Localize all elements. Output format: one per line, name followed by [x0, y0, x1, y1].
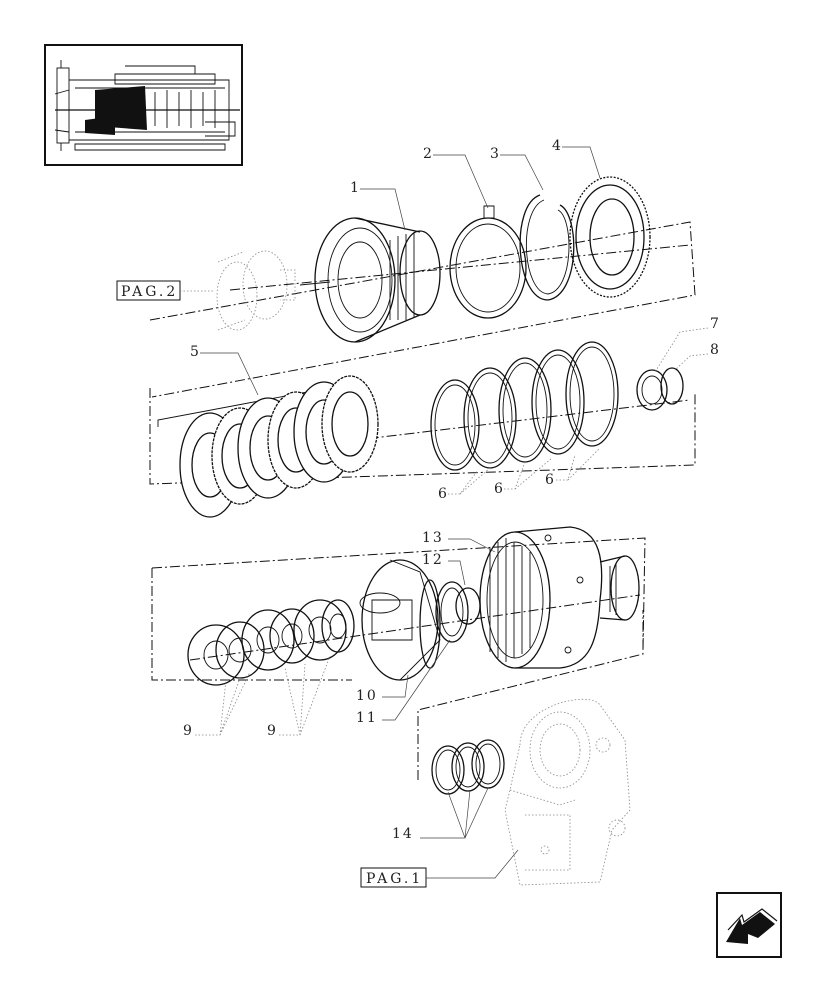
- svg-text:6: 6: [438, 486, 449, 502]
- part-7-ring[interactable]: [636, 369, 668, 411]
- callout-9: 9 9: [183, 655, 331, 739]
- callout-14: 14: [392, 787, 489, 842]
- part-14-rings[interactable]: [431, 739, 505, 795]
- svg-text:PAG.1: PAG.1: [366, 871, 423, 887]
- svg-text:6: 6: [494, 481, 505, 497]
- part-2-snap-ring[interactable]: [449, 205, 527, 319]
- page-1-reference[interactable]: PAG.1: [360, 867, 427, 888]
- svg-text:6: 6: [545, 472, 556, 488]
- svg-text:PAG.2: PAG.2: [121, 284, 178, 300]
- callout-12: 12: [422, 552, 466, 586]
- callout-3: 3: [490, 146, 544, 191]
- lower-assembly-frame: [151, 568, 352, 681]
- part-3-retaining-ring[interactable]: [519, 194, 575, 301]
- svg-text:3: 3: [490, 146, 501, 162]
- svg-text:1: 1: [350, 180, 361, 196]
- svg-text:2: 2: [423, 146, 434, 162]
- part-1-clutch-hub[interactable]: [299, 217, 441, 343]
- part-8-snap-ring[interactable]: [660, 367, 684, 405]
- middle-assembly-frame: [149, 388, 696, 485]
- callout-4: 4: [552, 138, 601, 179]
- callout-10: 10: [356, 674, 409, 704]
- svg-text:11: 11: [356, 710, 378, 726]
- svg-text:5: 5: [190, 344, 201, 360]
- transmission-overview-icon[interactable]: [44, 44, 243, 166]
- callout-8: 8: [674, 342, 721, 371]
- svg-text:8: 8: [710, 342, 721, 358]
- back-arrow-icon[interactable]: [716, 892, 782, 958]
- callout-1: 1: [350, 180, 406, 231]
- svg-text:4: 4: [552, 138, 563, 154]
- svg-text:9: 9: [267, 723, 278, 739]
- part-9-belleville-washers[interactable]: [187, 599, 355, 686]
- upper-assembly-frame: [149, 221, 696, 398]
- callout-5: 5: [190, 344, 259, 396]
- callout-11: 11: [356, 639, 451, 726]
- svg-text:13: 13: [422, 530, 444, 546]
- svg-text:10: 10: [356, 688, 378, 704]
- callout-13: 13: [422, 530, 496, 553]
- callout-7: 7: [654, 316, 721, 373]
- part-13-clutch-drum[interactable]: [479, 526, 640, 669]
- part-4-gear-ring[interactable]: [569, 176, 651, 298]
- part-5-clutch-disc-pack[interactable]: [157, 375, 379, 518]
- part-10-piston[interactable]: [359, 559, 441, 681]
- callout-6: 6 6 6: [438, 447, 601, 502]
- splined-sleeve-ghost: [216, 250, 296, 331]
- svg-text:14: 14: [392, 826, 414, 842]
- callout-2: 2: [423, 146, 489, 209]
- housing-frame: [417, 610, 644, 780]
- part-6-spring-rings[interactable]: [430, 341, 619, 471]
- transmission-housing-ghost: [504, 698, 631, 886]
- svg-text:12: 12: [422, 552, 444, 568]
- svg-text:9: 9: [183, 723, 194, 739]
- svg-text:7: 7: [710, 316, 721, 332]
- part-11-seal[interactable]: [435, 581, 469, 643]
- page-2-reference[interactable]: PAG.2: [116, 280, 181, 301]
